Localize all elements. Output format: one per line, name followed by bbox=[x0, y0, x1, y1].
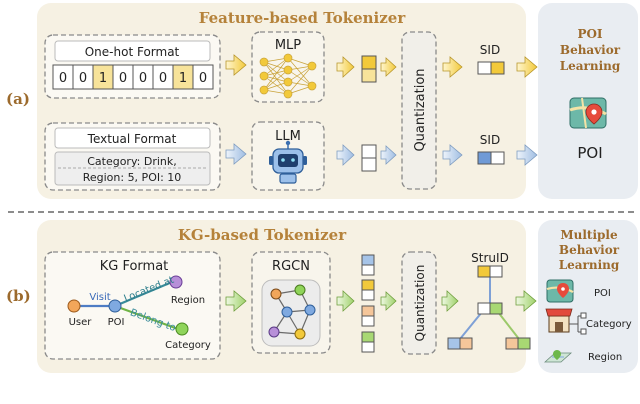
textual-title: Textual Format bbox=[87, 132, 177, 146]
arrow-icon bbox=[336, 290, 355, 312]
onehot-title: One-hot Format bbox=[85, 45, 180, 59]
textual-content-box bbox=[54, 151, 211, 186]
region-map-icon bbox=[543, 350, 573, 363]
kg-edge-visit: Visit bbox=[89, 292, 110, 303]
output-label-region: Region bbox=[588, 352, 622, 363]
side-title-b-line-2: Behavior bbox=[559, 243, 620, 257]
arrow-icon bbox=[225, 143, 247, 165]
arrow-icon bbox=[441, 290, 459, 312]
kg-title: KG Format bbox=[100, 259, 169, 274]
side-title-a-line-2: Behavior bbox=[560, 43, 621, 57]
arrow-icon bbox=[225, 54, 247, 76]
map-pin-icon bbox=[569, 97, 607, 129]
arrow-icon bbox=[336, 144, 355, 166]
mlp-embedding bbox=[361, 55, 377, 83]
side-title-b-line-1: Multiple bbox=[560, 228, 618, 242]
sid-label-bottom: SID bbox=[480, 133, 500, 147]
textual-line-2: Region: 5, POI: 10 bbox=[83, 171, 182, 184]
onehot-value-1: 0 bbox=[79, 71, 87, 86]
output-label-category: Category bbox=[586, 319, 632, 330]
onehot-title-box bbox=[54, 40, 211, 62]
graph-network-icon bbox=[261, 279, 321, 347]
arrow-icon bbox=[336, 56, 355, 78]
mlp-label: MLP bbox=[275, 38, 301, 53]
sid-bottom-token bbox=[477, 151, 505, 165]
kg-node-label-region: Region bbox=[171, 295, 205, 306]
kg-node-label-poi: POI bbox=[108, 317, 125, 328]
arrow-icon bbox=[380, 291, 397, 311]
poi-output-label: POI bbox=[577, 144, 602, 162]
kg-node-user bbox=[67, 299, 81, 313]
textual-line-1: Category: Drink, bbox=[87, 155, 177, 168]
arrow-icon bbox=[515, 290, 537, 312]
struid-label: StruID bbox=[471, 251, 509, 265]
sid-top-token bbox=[477, 61, 505, 75]
kg-node-label-user: User bbox=[69, 317, 93, 328]
arrow-icon bbox=[225, 290, 247, 312]
llm-embedding bbox=[361, 144, 377, 172]
arrow-icon bbox=[516, 144, 538, 166]
onehot-value-2: 1 bbox=[99, 71, 107, 86]
neural-network-icon bbox=[259, 53, 317, 99]
store-icon bbox=[545, 308, 587, 335]
side-title-b-line-3: Learning bbox=[559, 258, 620, 272]
panel-b-label: (b) bbox=[6, 287, 31, 305]
onehot-value-6: 1 bbox=[179, 71, 187, 86]
arrow-icon bbox=[516, 56, 538, 78]
quantization-label-a: Quantization bbox=[413, 68, 428, 151]
llm-label: LLM bbox=[275, 129, 301, 144]
panel-a-title: Feature-based Tokenizer bbox=[199, 9, 407, 27]
struid-structure bbox=[447, 265, 531, 350]
arrow-icon bbox=[442, 56, 463, 78]
kg-node-region bbox=[169, 275, 183, 289]
robot-icon bbox=[269, 140, 307, 184]
kg-node-label-category: Category bbox=[165, 340, 211, 351]
onehot-value-7: 0 bbox=[199, 71, 207, 86]
map-pin-icon bbox=[546, 279, 574, 303]
onehot-value-5: 0 bbox=[159, 71, 167, 86]
onehot-value-3: 0 bbox=[119, 71, 127, 86]
output-label-poi: POI bbox=[594, 288, 611, 299]
quantization-box-a bbox=[401, 31, 437, 190]
onehot-vector: 0 0 1 0 0 0 1 0 bbox=[52, 64, 214, 90]
rgcn-embeddings bbox=[361, 254, 375, 353]
panel-b-title: KG-based Tokenizer bbox=[178, 226, 347, 244]
onehot-value-0: 0 bbox=[59, 71, 67, 86]
kg-node-category bbox=[175, 322, 189, 336]
textual-title-box bbox=[54, 127, 211, 149]
quantization-box-b bbox=[401, 251, 437, 355]
onehot-cell-7 bbox=[192, 64, 214, 90]
arrow-icon bbox=[380, 145, 397, 165]
knowledge-graph bbox=[67, 275, 189, 336]
quantization-label-b: Quantization bbox=[413, 265, 427, 342]
side-title-a-line-1: POI bbox=[577, 27, 602, 41]
arrow-icon bbox=[442, 144, 463, 166]
onehot-value-4: 0 bbox=[139, 71, 147, 86]
panel-a-label: (a) bbox=[6, 90, 30, 108]
sid-label-top: SID bbox=[480, 43, 500, 57]
panel-b-side-background bbox=[538, 220, 638, 373]
kg-node-poi bbox=[108, 299, 122, 313]
side-title-a-line-3: Learning bbox=[560, 59, 621, 73]
arrow-icon bbox=[380, 57, 397, 77]
rgcn-label: RGCN bbox=[272, 259, 310, 274]
